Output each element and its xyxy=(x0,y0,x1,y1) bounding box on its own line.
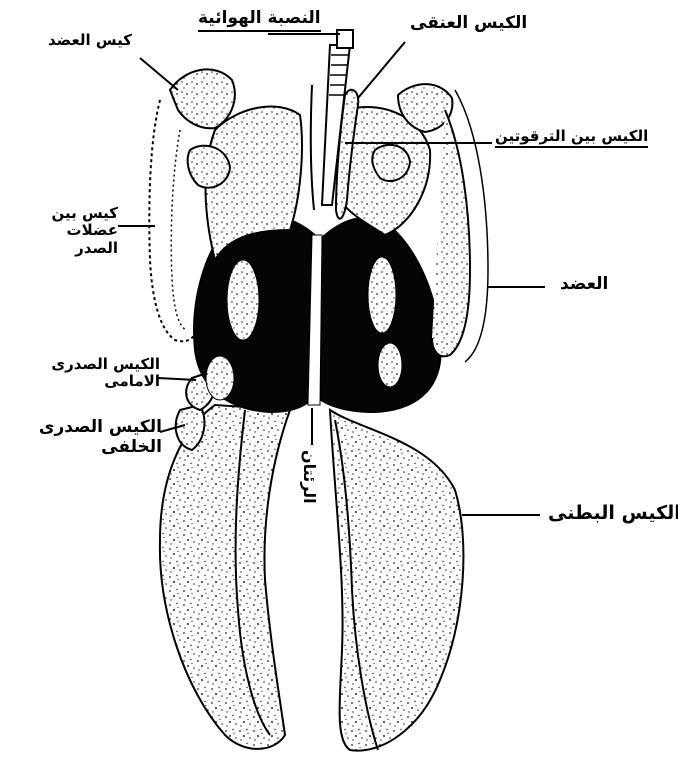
lung-patch-right-low xyxy=(378,343,402,387)
label-trachea: النصبة الهوائية xyxy=(198,9,321,32)
humeral-sac-right-lobe xyxy=(372,145,410,181)
label-anterior-thoracic-sac: الكيس الصدرى الامامى xyxy=(25,356,160,391)
label-intermuscular-sac: كيس بين عضلات الصدر xyxy=(10,205,118,257)
label-interclavicular-sac: الكيس بين الترقوتين xyxy=(495,128,648,148)
trachea-top xyxy=(337,30,353,48)
humeral-sac-left xyxy=(170,69,235,128)
lung-patch-left-low xyxy=(206,356,234,400)
label-posterior-line2: الخلفى xyxy=(22,438,162,458)
label-lungs: الرئتان xyxy=(300,450,319,504)
label-abdominal-sac: الكيس البطنى xyxy=(548,503,678,525)
label-intermuscular-line2: الصدر xyxy=(10,240,118,257)
label-humeral-sac: كيس العضد xyxy=(48,32,132,49)
label-posterior-thoracic-sac: الكيس الصدرى الخلفى xyxy=(22,418,162,457)
abdominal-sac-right xyxy=(330,410,463,751)
lung-patch-left xyxy=(227,260,259,340)
esophagus xyxy=(311,85,314,210)
label-posterior-line1: الكيس الصدرى xyxy=(22,418,162,438)
label-anterior-line1: الكيس الصدرى xyxy=(25,356,160,373)
humerus-left-inner xyxy=(171,130,186,330)
humerus-right xyxy=(432,110,470,356)
label-anterior-line2: الامامى xyxy=(25,373,160,390)
label-intermuscular-line1: كيس بين عضلات xyxy=(10,205,118,240)
lung-patch-right xyxy=(368,257,396,333)
abdominal-sac-left xyxy=(160,405,290,749)
label-humerus: العضد xyxy=(560,275,608,295)
label-cervical-sac: الكيس العنقى xyxy=(410,14,527,34)
